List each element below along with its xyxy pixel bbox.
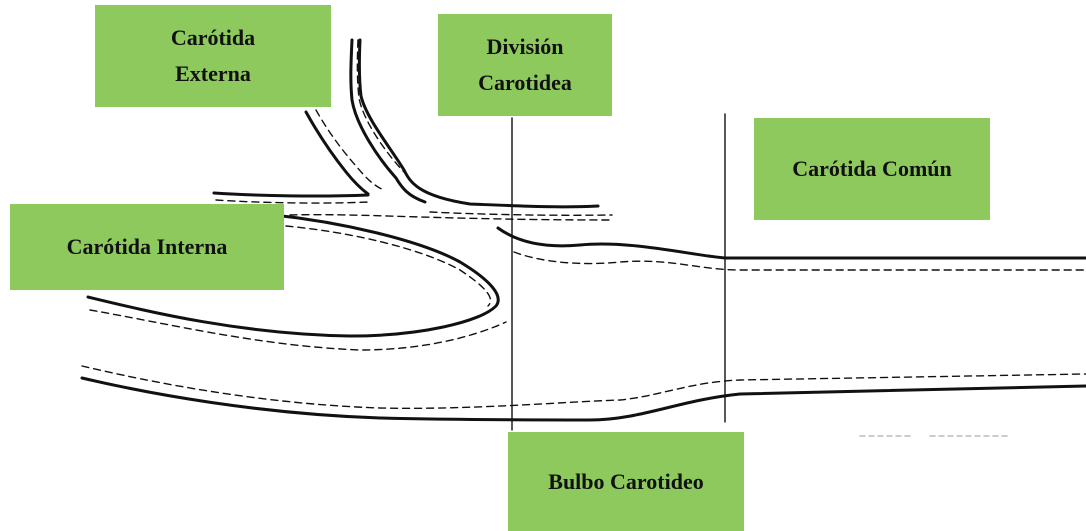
label-bulbo-carotideo: Bulbo Carotideo [508, 432, 744, 531]
label-bulbo-carotideo-text: Bulbo Carotideo [548, 464, 703, 500]
label-carotida-externa: Carótida Externa [95, 5, 331, 107]
internal-carotid-upper-dashed [286, 226, 490, 306]
label-carotida-externa-line2: Externa [171, 56, 255, 92]
common-carotid-lower-wall [82, 378, 1086, 420]
division-wall-upper [430, 212, 612, 215]
external-branch-outer-wall [214, 193, 368, 196]
common-carotid-lower-dashed [82, 366, 1086, 408]
label-carotida-interna: Carótida Interna [10, 204, 284, 290]
label-carotida-externa-line1: Carótida [171, 20, 255, 56]
label-carotida-comun: Carótida Común [754, 118, 990, 220]
label-carotida-interna-text: Carótida Interna [67, 229, 228, 265]
common-carotid-upper-wall [498, 228, 1086, 258]
label-carotida-comun-text: Carótida Común [792, 151, 952, 187]
external-branch-left-wall [351, 40, 425, 202]
external-branch-outer-dashed [216, 200, 370, 203]
common-carotid-upper-dashed [514, 252, 1086, 270]
internal-carotid-lower-dashed [90, 310, 506, 350]
label-division-carotidea: División Carotidea [438, 14, 612, 116]
label-division-carotidea-line1: División [478, 29, 572, 65]
label-division-carotidea-line2: Carotidea [478, 65, 572, 101]
